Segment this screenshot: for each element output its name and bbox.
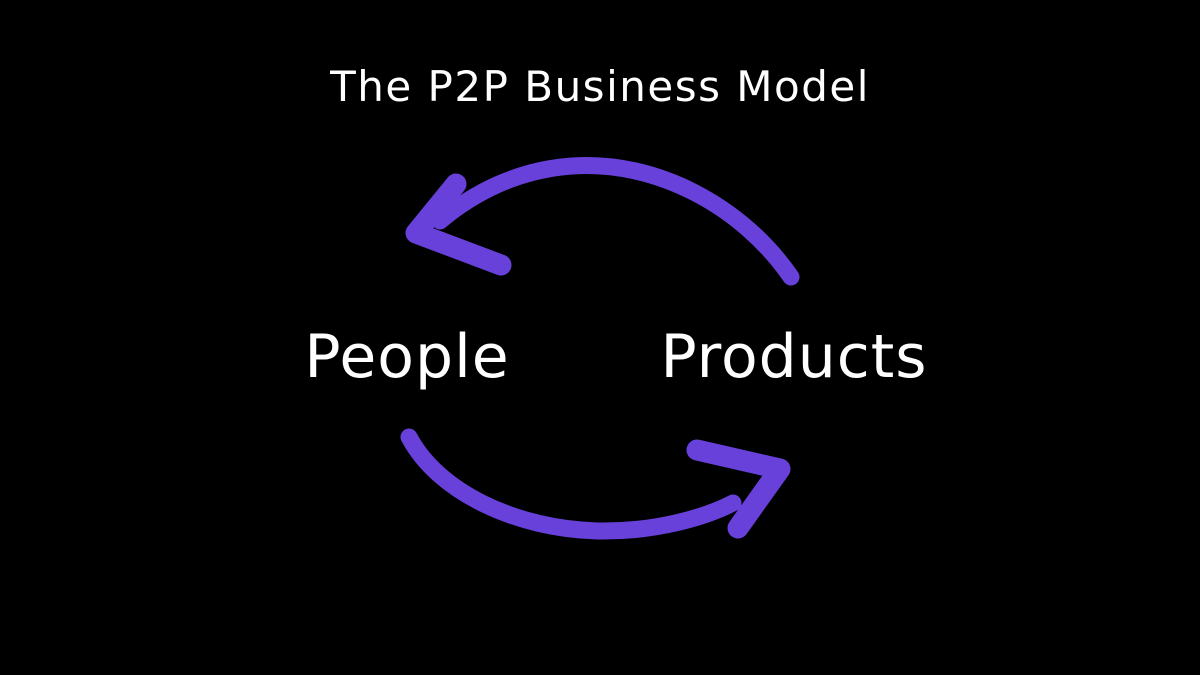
arrow-bottom-icon — [400, 428, 791, 540]
node-products-label: Products — [660, 322, 928, 392]
arrow-top-body — [431, 156, 800, 286]
arrow-bottom-head-icon — [686, 439, 791, 539]
node-people-label: People — [304, 322, 510, 392]
arrow-top-icon — [405, 156, 800, 286]
arrow-bottom-body — [400, 428, 742, 540]
node-people: People — [304, 322, 509, 392]
page-title: The P2P Business Model — [330, 62, 870, 111]
node-products: Products — [660, 322, 927, 392]
arrow-top-head-icon — [405, 173, 512, 276]
